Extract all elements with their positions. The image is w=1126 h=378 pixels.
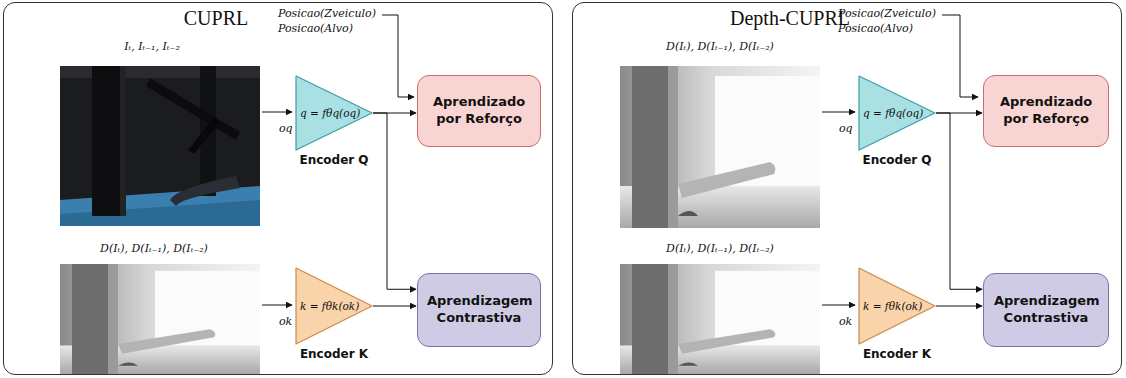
io-label: Posicao(Zveiculo) <box>278 7 376 20</box>
encoder-formula: k = fθk(ok) <box>300 300 359 312</box>
flow-arrow <box>373 113 416 289</box>
flow-arrow <box>936 306 982 307</box>
box-label: Aprendizagem Contrastiva <box>427 293 531 327</box>
encoder-label: Encoder Q <box>299 153 368 167</box>
io-label: oq <box>839 122 853 135</box>
process-box: Aprendizado por Reforço <box>983 75 1109 147</box>
io-label: Posicao(Zveiculo) <box>838 7 936 20</box>
encoder-label: Encoder K <box>300 347 368 361</box>
process-box: Aprendizado por Reforço <box>417 75 541 147</box>
encoder-label: Encoder Q <box>862 153 931 167</box>
encoder-label: Encoder K <box>863 347 931 361</box>
flow-arrow <box>373 306 416 307</box>
io-label: D(Iₜ), D(Iₜ₋₁), D(Iₜ₋₂) <box>666 40 774 53</box>
input-arrow <box>262 112 292 113</box>
io-label: ok <box>279 315 292 328</box>
io-label: D(Iₜ), D(Iₜ₋₁), D(Iₜ₋₂) <box>100 242 208 255</box>
io-label: Posicao(Alvo) <box>278 22 353 35</box>
process-box: Aprendizagem Contrastiva <box>417 273 541 347</box>
encoder-triangle: q = fθq(oq)Encoder Q <box>295 75 373 151</box>
depth-image <box>620 66 820 228</box>
method-panel: CUPRLq = fθq(oq)Encoder Qk = fθk(ok)Enco… <box>3 2 553 375</box>
encoder-formula: k = fθk(ok) <box>863 300 922 312</box>
box-label: Aprendizado por Reforço <box>1000 94 1092 128</box>
depth-image <box>60 264 260 374</box>
position-leader <box>382 15 414 97</box>
triangle-outline <box>859 268 935 344</box>
triangle-outline <box>296 76 372 150</box>
io-label: oq <box>279 122 293 135</box>
triangle-outline <box>296 268 372 344</box>
triangle-outline <box>859 76 935 150</box>
encoder-triangle: q = fθq(oq)Encoder Q <box>858 75 936 151</box>
io-label: Iₜ, Iₜ₋₁, Iₜ₋₂ <box>124 40 180 53</box>
input-arrow <box>822 305 855 306</box>
position-leader <box>942 15 978 97</box>
input-arrow <box>262 305 292 306</box>
depth-image <box>620 264 820 374</box>
encoder-formula: q = fθq(oq) <box>863 107 923 119</box>
process-box: Aprendizagem Contrastiva <box>983 273 1109 347</box>
io-label: ok <box>839 315 852 328</box>
input-arrow <box>822 112 855 113</box>
box-label: Aprendizagem Contrastiva <box>994 293 1098 327</box>
encoder-triangle: k = fθk(ok)Encoder K <box>295 267 373 345</box>
encoder-triangle: k = fθk(ok)Encoder K <box>858 267 936 345</box>
box-label: Aprendizado por Reforço <box>433 94 525 128</box>
encoder-formula: q = fθq(oq) <box>300 107 360 119</box>
flow-arrow <box>936 113 982 289</box>
camera-image <box>60 66 260 226</box>
panel-title: CUPRL <box>184 7 248 30</box>
io-label: D(Iₜ), D(Iₜ₋₁), D(Iₜ₋₂) <box>666 242 774 255</box>
panel-title: Depth-CUPRL <box>730 7 850 30</box>
io-label: Posicao(Alvo) <box>838 22 913 35</box>
